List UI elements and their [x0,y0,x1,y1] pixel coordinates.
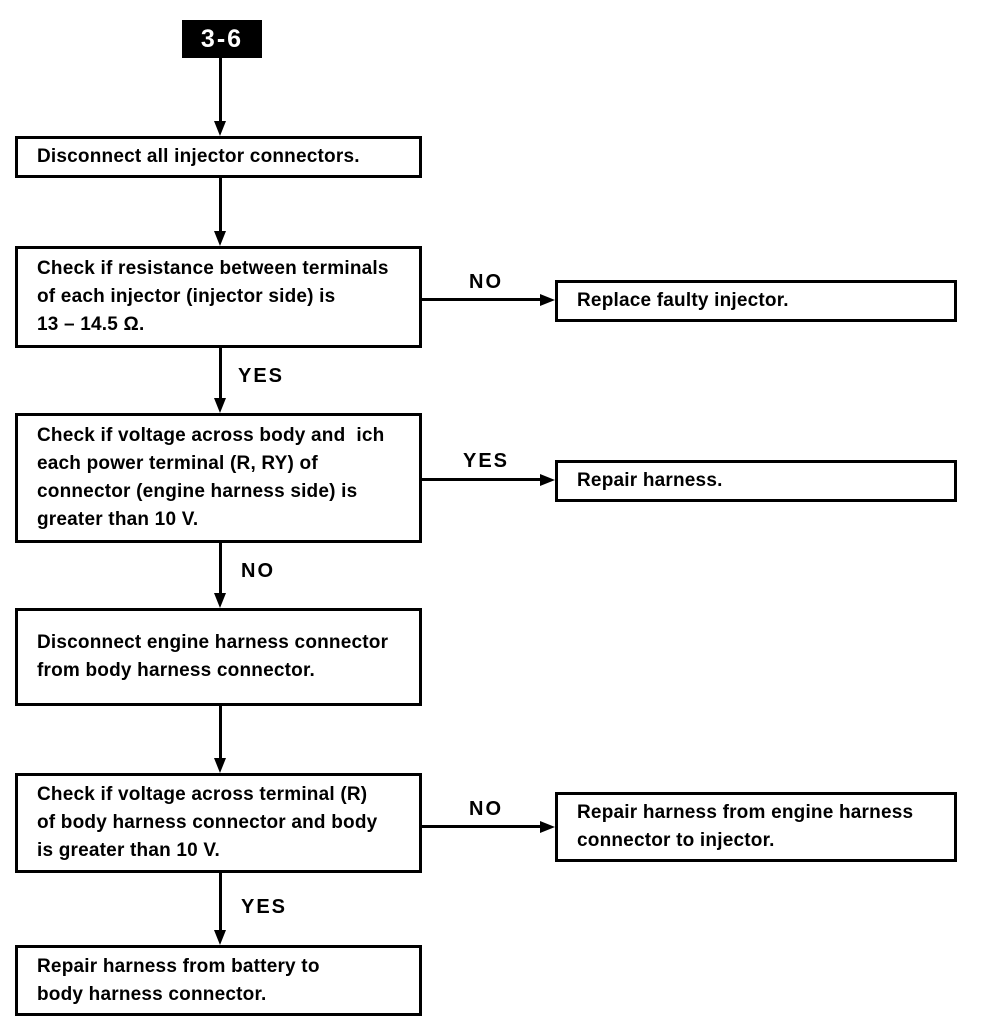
arrowhead-down-icon [214,593,226,608]
connector-line [219,178,222,232]
flow-node-disconnect-injectors: Disconnect all injector connectors. [15,136,422,178]
node-text-line: Check if voltage across body and ich [37,425,385,446]
connector-line [219,706,222,759]
node-text-line: Replace faulty injector. [577,290,789,311]
flow-node-check-resistance: Check if resistance between terminals of… [15,246,422,348]
edge-label-yes: YES [235,365,288,388]
connector-line [219,58,222,122]
node-text-line: each power terminal (R, RY) of [37,453,318,474]
connector-line [219,543,222,594]
edge-label-no: NO [238,560,278,583]
flow-node-check-voltage-engine: Check if voltage across body and ich eac… [15,413,422,543]
edge-label-no: NO [466,271,506,294]
edge-label-no: NO [466,798,506,821]
arrowhead-down-icon [214,930,226,945]
node-text-line: Repair harness from engine harness [577,802,914,823]
node-text-line: connector to injector. [577,830,775,851]
node-text-line: of each injector (injector side) is [37,286,336,307]
node-text-line: body harness connector. [37,983,267,1005]
node-text-line: from body harness connector. [37,660,315,681]
arrowhead-right-icon [540,474,555,486]
flow-node-repair-battery-to-body: Repair harness from battery to body harn… [15,945,422,1016]
edge-label-yes: YES [460,450,513,473]
node-text-line: Disconnect all injector connectors. [37,146,360,167]
edge-label-yes: YES [238,896,291,919]
flow-node-repair-harness: Repair harness. [555,460,957,502]
flow-node-replace-injector: Replace faulty injector. [555,280,957,322]
flow-node-repair-engine-to-injector: Repair harness from engine harness conne… [555,792,957,862]
node-text-line: Check if voltage across terminal (R) [37,784,368,805]
node-text-line: Repair harness. [577,470,723,491]
arrowhead-down-icon [214,121,226,136]
connector-line [219,348,222,399]
node-text-line: Repair harness from battery to [37,955,320,977]
node-text-line: of body harness connector and body [37,812,378,833]
section-badge: 3-6 [182,20,262,58]
node-text-line: Disconnect engine harness connector [37,632,389,653]
arrowhead-right-icon [540,821,555,833]
node-text-line: 13 – 14.5 Ω. [37,314,145,335]
node-text-line: is greater than 10 V. [37,840,221,861]
connector-line [422,478,540,481]
connector-line [422,298,540,301]
node-text-line: greater than 10 V. [37,509,199,530]
connector-line [422,825,540,828]
arrowhead-down-icon [214,231,226,246]
arrowhead-right-icon [540,294,555,306]
flow-node-disconnect-engine-harness: Disconnect engine harness connector from… [15,608,422,706]
connector-line [219,873,222,931]
node-text-line: connector (engine harness side) is [37,481,358,502]
arrowhead-down-icon [214,758,226,773]
node-text-line: Check if resistance between terminals [37,258,389,279]
arrowhead-down-icon [214,398,226,413]
flow-node-check-voltage-body: Check if voltage across terminal (R) of … [15,773,422,873]
